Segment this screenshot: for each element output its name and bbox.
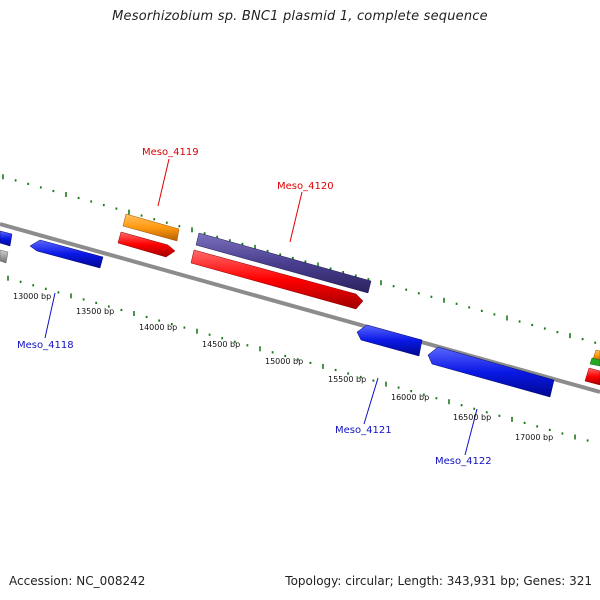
position-label: 14000 bp: [139, 323, 177, 332]
gene-label-meso-4121[interactable]: Meso_4121: [335, 425, 392, 436]
gene-meso-4121[interactable]: [356, 324, 423, 357]
accession-text: Accession: NC_008242: [9, 574, 146, 588]
gene-meso-4120[interactable]: [195, 232, 372, 294]
position-label: 14500 bp: [202, 340, 240, 349]
gene-meso-4122[interactable]: [427, 346, 555, 398]
plasmid-backbone: [0, 222, 600, 394]
position-label: 16500 bp: [453, 413, 491, 422]
gene-label-meso-4120[interactable]: Meso_4120: [277, 181, 334, 192]
gene-arrow-right-green[interactable]: [589, 357, 600, 367]
position-label: 13000 bp: [13, 292, 51, 301]
gene-arrow-right-red[interactable]: [584, 367, 600, 386]
genome-summary-text: Topology: circular; Length: 343,931 bp; …: [285, 574, 592, 588]
gene-meso-4119[interactable]: [122, 213, 180, 242]
gene-arrow-right-orange[interactable]: [592, 349, 600, 362]
gene-arrow-red-small[interactable]: [117, 231, 176, 258]
gene-arrow-left-gray-edge[interactable]: [0, 249, 9, 264]
position-label: 15500 bp: [328, 375, 366, 384]
gene-arrow-left-blue-edge[interactable]: [0, 230, 13, 247]
gene-label-meso-4119[interactable]: Meso_4119: [142, 147, 199, 158]
gene-meso-4118[interactable]: [29, 239, 104, 269]
position-label: 17000 bp: [515, 433, 553, 442]
map-title: Mesorhizobium sp. BNC1 plasmid 1, comple…: [112, 9, 488, 24]
leader-meso-4121: [363, 377, 379, 425]
position-label: 15000 bp: [265, 357, 303, 366]
leader-meso-4120: [289, 191, 303, 243]
leader-meso-4119: [157, 158, 170, 207]
leader-meso-4118: [44, 292, 56, 339]
position-label: 16000 bp: [391, 393, 429, 402]
lower-tick-marks: [7, 275, 589, 442]
gene-arrow-red-large[interactable]: [190, 249, 364, 310]
gene-label-meso-4118[interactable]: Meso_4118: [17, 340, 74, 351]
leader-meso-4122: [464, 408, 478, 456]
position-label: 13500 bp: [76, 307, 114, 316]
gene-label-meso-4122[interactable]: Meso_4122: [435, 456, 492, 467]
upper-tick-marks: [2, 174, 597, 344]
